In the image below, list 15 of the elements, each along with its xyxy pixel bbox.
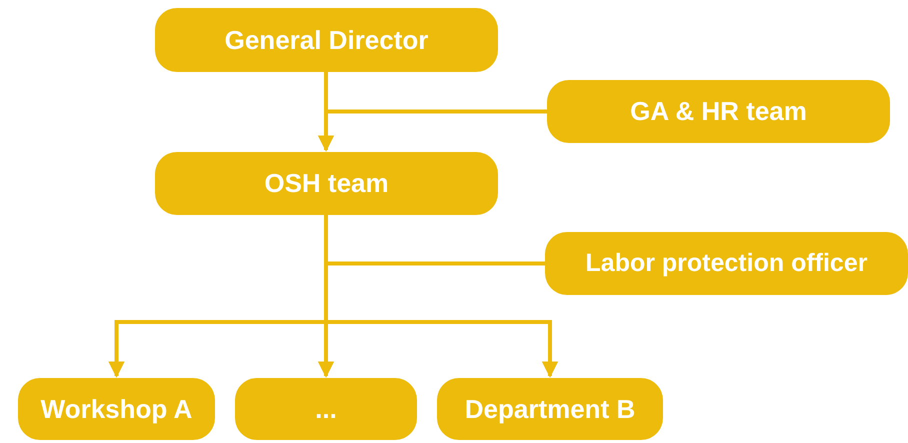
- role-label: Labor protection officer: [586, 249, 868, 278]
- role-box: [155, 152, 498, 215]
- role-box: [437, 378, 663, 440]
- role-box: [235, 378, 417, 440]
- role-label: General Director: [224, 24, 428, 56]
- role-label: Department B: [464, 394, 636, 424]
- role-box: [545, 232, 908, 295]
- role-label: Workshop A: [40, 394, 192, 424]
- role-label: GA & HR team: [630, 96, 807, 127]
- role-box: [155, 8, 498, 72]
- role-label: OSH team: [264, 168, 389, 199]
- role-box: [18, 378, 215, 440]
- role-box: [547, 80, 890, 143]
- role-label: ...: [315, 394, 337, 424]
- connector-arrow: [318, 110, 547, 152]
